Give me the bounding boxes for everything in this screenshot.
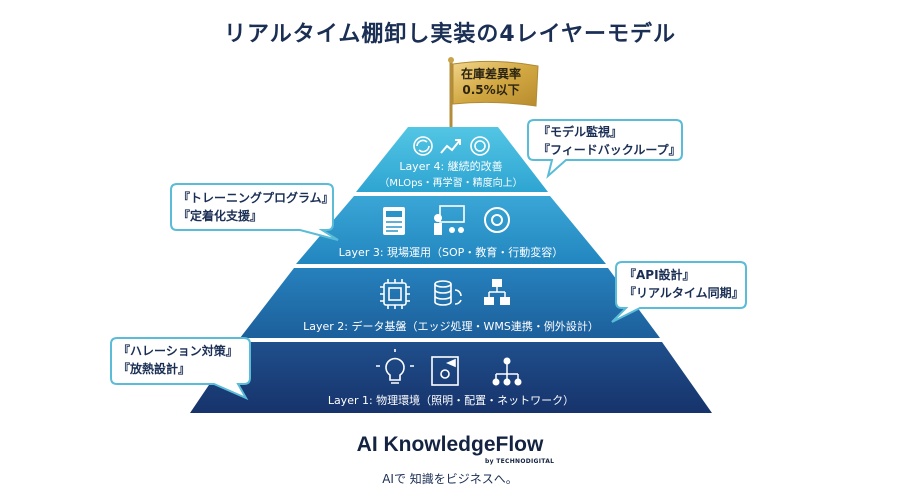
callout-layer3: 『トレーニングプログラム』 『定着化支援』 bbox=[178, 189, 334, 225]
page-title: リアルタイム棚卸し実装の4レイヤーモデル bbox=[224, 22, 676, 47]
callout-layer1-line2: 『放熱設計』 bbox=[118, 362, 191, 376]
flag-label-line2: 0.5%以下 bbox=[462, 83, 520, 97]
layer-1-label: Layer 1: 物理環境（照明・配置・ネットワーク） bbox=[327, 394, 575, 407]
callout-layer4: 『モデル監視』 『フィードバックループ』 bbox=[538, 123, 681, 159]
network-tree-icon bbox=[492, 357, 522, 386]
network-flow-icon bbox=[484, 279, 510, 305]
layer-4-title: Layer 4: 継続的改善 bbox=[399, 160, 503, 173]
callout-bubble-layer3 bbox=[170, 183, 339, 241]
layer-4-subtitle: （MLOps・再学習・精度向上） bbox=[379, 178, 523, 189]
flag-label-line1: 在庫差異率 bbox=[460, 67, 521, 81]
cpu-chip-icon bbox=[380, 279, 410, 309]
callout-layer2: 『API設計』 『リアルタイム同期』 bbox=[624, 266, 744, 302]
sync-gear-icon bbox=[484, 207, 510, 233]
layer-3-label: Layer 3: 現場運用（SOP・教育・行動変容） bbox=[338, 246, 564, 259]
callout-bubble-layer4 bbox=[527, 119, 683, 179]
callout-layer2-line1: 『API設計』 bbox=[624, 268, 695, 282]
brand-tagline: AIで 知識をビジネスへ。 bbox=[382, 472, 518, 486]
flag-label: 在庫差異率 0.5%以下 bbox=[448, 66, 534, 98]
layer-2-label: Layer 2: データ基盤（エッジ処理・WMS連携・例外設計） bbox=[303, 320, 599, 333]
ai-gear-icon bbox=[470, 136, 490, 156]
training-presentation-icon bbox=[434, 205, 465, 235]
callout-bubble-layer1 bbox=[110, 337, 251, 401]
flag-banner bbox=[452, 60, 539, 107]
callout-layer4-line2: 『フィードバックループ』 bbox=[538, 143, 681, 157]
callout-layer3-line2: 『定着化支援』 bbox=[178, 209, 263, 223]
flag-pole-tip bbox=[448, 57, 454, 63]
brand-logo: AI KnowledgeFlow bbox=[356, 433, 544, 456]
callout-layer3-line1: 『トレーニングプログラム』 bbox=[178, 191, 334, 205]
lightbulb-icon bbox=[376, 349, 414, 384]
callout-layer1: 『ハレーション対策』 『放熱設計』 bbox=[118, 342, 238, 378]
cycle-icon bbox=[413, 136, 433, 156]
brand-by-line: by TECHNODIGITAL bbox=[485, 458, 555, 465]
callout-bubble-layer2 bbox=[611, 261, 747, 323]
camera-icon bbox=[431, 356, 459, 386]
callout-layer1-line1: 『ハレーション対策』 bbox=[118, 344, 238, 358]
layer-1-band bbox=[190, 342, 712, 413]
sop-document-icon bbox=[383, 207, 405, 235]
layer-4-band bbox=[356, 127, 548, 192]
trend-up-icon bbox=[440, 139, 461, 154]
database-sync-icon bbox=[434, 280, 462, 306]
layer-4-label: Layer 4: 継続的改善 （MLOps・再学習・精度向上） bbox=[376, 158, 526, 189]
callout-layer2-line2: 『リアルタイム同期』 bbox=[624, 286, 744, 300]
callout-layer4-line1: 『モデル監視』 bbox=[538, 125, 623, 139]
